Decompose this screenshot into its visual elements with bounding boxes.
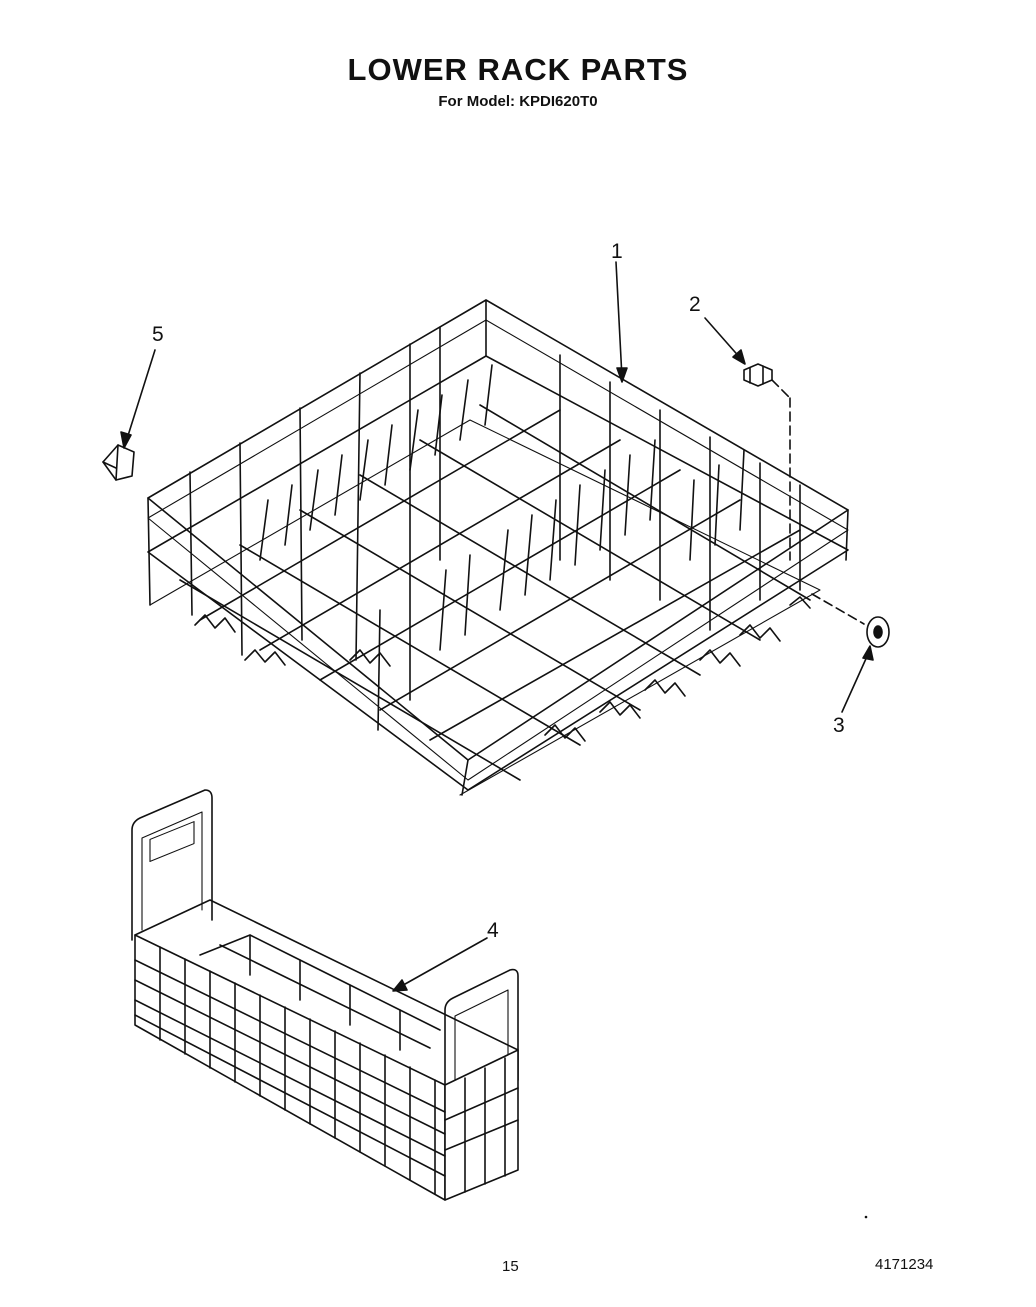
- callout-2: 2: [689, 293, 701, 316]
- silverware-basket: [131, 789, 519, 1201]
- callout-5: 5: [152, 323, 164, 346]
- model-line: For Model: KPDI620T0: [438, 93, 598, 110]
- callout-4: 4: [487, 919, 499, 942]
- rack-wheel-part-3: [811, 593, 890, 648]
- callout-1: 1: [611, 240, 623, 263]
- lower-rack: [147, 299, 849, 796]
- rack-clip-part-5: [102, 444, 135, 481]
- page-title: LOWER RACK PARTS: [347, 52, 689, 87]
- callout-3: 3: [833, 714, 845, 737]
- stray-dot: [864, 1215, 868, 1219]
- callout-leaders: [120, 261, 874, 992]
- document-number: 4171234: [875, 1256, 934, 1273]
- rack-clip-part-2: [743, 363, 791, 561]
- page-number: 15: [502, 1258, 519, 1275]
